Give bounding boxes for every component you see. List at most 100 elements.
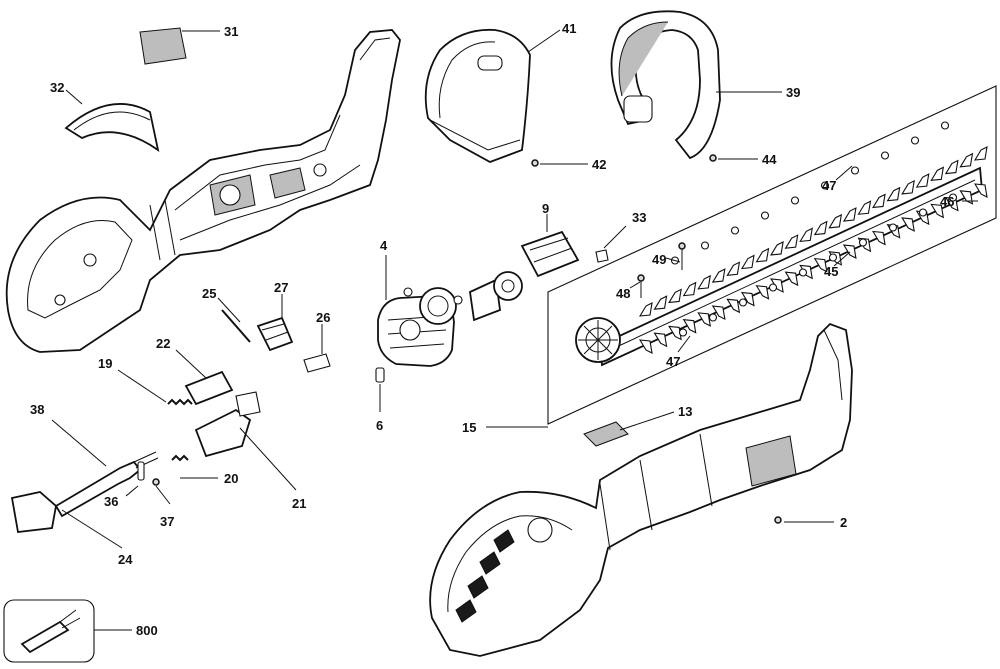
blade-tooth — [813, 220, 828, 236]
label-part-33: 33 — [632, 210, 646, 225]
blade-tooth — [711, 305, 726, 321]
blade-tooth — [828, 213, 843, 229]
blade-nut — [738, 298, 748, 307]
label-part-25: 25 — [202, 286, 216, 301]
label-part-45: 45 — [824, 264, 838, 279]
blade-tooth — [770, 240, 784, 256]
blade-tooth — [682, 281, 697, 297]
part-41-top-cover — [424, 28, 561, 163]
blade-tooth — [784, 234, 799, 249]
blade-tooth — [944, 159, 959, 175]
label-part-48: 48 — [616, 286, 630, 301]
part-44-screw — [709, 154, 758, 162]
label-part-19: 19 — [98, 356, 112, 371]
label-part-13: 13 — [678, 404, 692, 419]
label-part-20: 20 — [224, 471, 238, 486]
blade-tooth — [959, 152, 974, 168]
part-39-front-handle — [610, 10, 782, 160]
part-33-clip — [595, 225, 627, 263]
blade-tooth — [755, 247, 770, 263]
blade-tooth — [726, 298, 741, 314]
blade-tooth — [872, 230, 886, 246]
part-6-pin — [375, 367, 385, 412]
label-part-32: 32 — [50, 80, 64, 95]
label-part-15: 15 — [462, 420, 476, 435]
blade-leader-lines — [629, 165, 978, 353]
part-48-screw — [637, 274, 645, 298]
blade-nut — [858, 238, 868, 247]
blade-tooth — [697, 274, 711, 290]
blade-tooth — [973, 183, 988, 198]
part-37-screw — [152, 478, 171, 505]
part-31-pad — [139, 27, 220, 65]
blade-nut — [700, 241, 710, 250]
label-part-9: 9 — [542, 201, 549, 216]
label-part-21: 21 — [292, 496, 306, 511]
blade-nuts — [670, 121, 958, 337]
blade-tooth — [653, 332, 668, 348]
right-housing-half — [429, 322, 853, 657]
left-housing-half — [5, 29, 401, 353]
label-part-2: 2 — [840, 515, 847, 530]
blade-nut — [768, 283, 778, 292]
label-part-26: 26 — [316, 310, 330, 325]
blade-nut — [850, 166, 860, 175]
part-9-gear-bracket — [520, 214, 580, 278]
part-22-switch — [175, 349, 234, 406]
blade-tooth — [915, 173, 930, 188]
label-part-38: 38 — [30, 402, 44, 417]
blade-tooth — [653, 295, 668, 310]
blade-tooth — [668, 288, 682, 304]
blade-teeth — [638, 146, 988, 354]
label-part-42: 42 — [592, 157, 606, 172]
label-part-44: 44 — [762, 152, 777, 167]
blade-nut — [790, 196, 800, 205]
blade-tooth — [638, 339, 653, 354]
blade-nut — [828, 253, 838, 262]
blade-tooth — [973, 146, 988, 161]
blade-tooth — [740, 254, 755, 270]
label-part-37: 37 — [160, 514, 174, 529]
blade-tooth — [842, 207, 857, 222]
part-27-brush-holder — [256, 294, 294, 352]
label-part-24: 24 — [118, 552, 133, 567]
label-part-47-upper: 47 — [822, 178, 836, 193]
blade-nut — [678, 328, 688, 337]
part-19-spring — [117, 369, 193, 406]
label-part-36: 36 — [104, 494, 118, 509]
part-21-trigger — [194, 391, 297, 491]
blade-nut — [918, 208, 928, 217]
blade-tooth — [857, 200, 872, 215]
label-part-4: 4 — [380, 238, 388, 253]
part-32-curved-shield — [64, 89, 160, 153]
blade-tooth — [930, 166, 945, 182]
blade-tooth — [901, 217, 915, 232]
blade-nut — [798, 268, 808, 277]
gear-set — [403, 271, 523, 325]
part-25-wire — [217, 297, 251, 343]
blade-tooth — [842, 244, 857, 260]
blade-nut — [910, 136, 920, 145]
blade-nut — [940, 121, 950, 130]
blade-tooth — [799, 227, 813, 243]
label-part-27: 27 — [274, 280, 288, 295]
part-49-screw — [678, 242, 686, 270]
part-20-spring — [171, 454, 218, 479]
blade-tooth — [901, 179, 915, 195]
blade-tooth — [784, 271, 799, 287]
label-part-41: 41 — [562, 21, 576, 36]
part-42-screw — [531, 159, 588, 167]
blade-tooth — [872, 193, 886, 209]
blade-nut — [820, 181, 830, 190]
part-13-label-plate — [583, 411, 675, 447]
blade-nut — [730, 226, 740, 235]
part-2-screw — [774, 516, 834, 524]
blade-tooth — [755, 285, 770, 300]
blade-tooth — [813, 257, 828, 273]
blade-tooth — [697, 312, 711, 327]
label-part-49: 49 — [652, 252, 666, 267]
label-part-46: 46 — [940, 194, 954, 209]
part-number-labels: 31 32 41 42 39 44 47 46 9 33 4 49 48 45 … — [30, 21, 954, 638]
part-38-cord — [10, 419, 159, 549]
label-part-39: 39 — [786, 85, 800, 100]
